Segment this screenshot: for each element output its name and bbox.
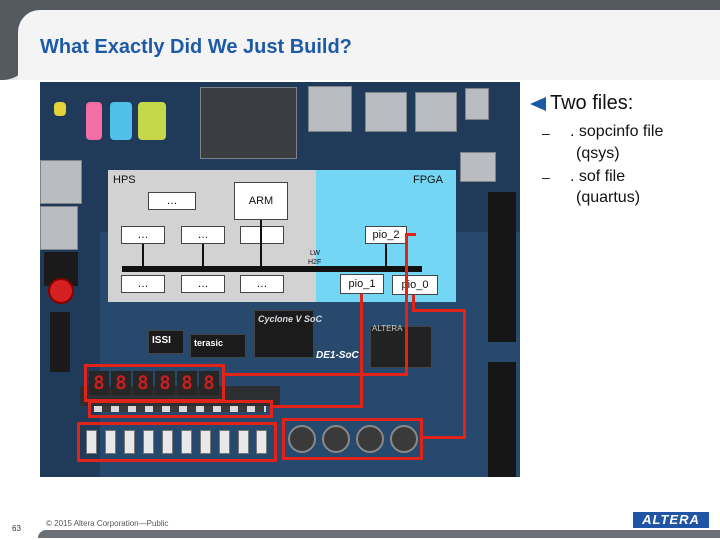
board-chip-silkscreen: ALTERA xyxy=(372,324,403,333)
slide-switch-9 xyxy=(238,430,249,454)
lw-h2f-label-line1: LW xyxy=(310,250,320,257)
switches-highlight xyxy=(77,422,277,462)
seven-seg-digit-3: 8 xyxy=(133,371,153,395)
pushbutton-4 xyxy=(390,425,418,453)
seven-seg-digit-6: 8 xyxy=(199,371,219,395)
lw-h2f-bus xyxy=(122,266,422,272)
pio-1-wire-v xyxy=(360,294,363,407)
bullet-dash-1: – xyxy=(542,125,550,141)
pio-2-wire-v xyxy=(405,233,408,375)
bullet-arrow-icon xyxy=(530,96,546,111)
seven-seg-digit-4: 8 xyxy=(155,371,175,395)
hps-block-mid-3 xyxy=(240,226,284,244)
pio-0-wire-v1 xyxy=(412,295,415,311)
hps-block-mid-1: … xyxy=(121,226,165,244)
hps-label: HPS xyxy=(113,174,136,186)
pushbuttons-highlight xyxy=(282,418,423,460)
pio-0-wire-v2 xyxy=(463,309,466,438)
board-issi-silkscreen: ISSI xyxy=(152,335,171,346)
fpga-label: FPGA xyxy=(413,174,443,186)
slide-switch-1 xyxy=(86,430,97,454)
bullet-main-text: Two files: xyxy=(550,92,634,114)
slide-header-band xyxy=(0,0,720,80)
pio-0-block: pio_0 xyxy=(392,275,438,295)
slide-switch-8 xyxy=(219,430,230,454)
sub-bullet-2-line-2: (quartus) xyxy=(576,189,641,206)
bus-tap-2 xyxy=(202,244,204,266)
altera-logo: ALTERA xyxy=(633,512,709,528)
slide-switch-10 xyxy=(256,430,267,454)
board-model-silkscreen: DE1-SoC xyxy=(316,350,359,361)
lw-h2f-label-line2: H2F xyxy=(308,259,322,266)
pio-2-wire-h xyxy=(407,233,416,236)
arm-bus-link xyxy=(260,220,262,266)
slide-switch-5 xyxy=(162,430,173,454)
bus-tap-1 xyxy=(142,244,144,266)
board-cyclone-silkscreen: Cyclone V SoC xyxy=(258,314,323,324)
slide-switch-6 xyxy=(181,430,192,454)
copyright-text: © 2015 Altera Corporation—Public xyxy=(46,519,169,528)
pio-2-block: pio_2 xyxy=(365,226,407,244)
leds-highlight xyxy=(88,400,273,418)
slide-switch-4 xyxy=(143,430,154,454)
page-number: 63 xyxy=(12,524,21,533)
seven-seg-digit-2: 8 xyxy=(111,371,131,395)
hps-block-bottom-2: … xyxy=(181,275,225,293)
pio-2-wire-to-leds xyxy=(223,373,408,376)
slide-switch-7 xyxy=(200,430,211,454)
pushbutton-2 xyxy=(322,425,350,453)
pio-0-wire-to-buttons xyxy=(422,436,466,439)
hps-block-bottom-1: … xyxy=(121,275,165,293)
bullet-main: Two files: xyxy=(530,92,633,115)
pushbutton-3 xyxy=(356,425,384,453)
arm-block: ARM xyxy=(234,182,288,220)
pio-1-wire-h xyxy=(270,405,363,408)
pio-0-wire-h xyxy=(412,309,466,312)
seven-seg-digit-1: 8 xyxy=(89,371,109,395)
slide-switch-2 xyxy=(105,430,116,454)
sub-bullet-1-line-2: (qsys) xyxy=(576,145,620,162)
hps-block-bottom-3: … xyxy=(240,275,284,293)
bullet-dash-2: – xyxy=(542,169,550,185)
pushbutton-1 xyxy=(288,425,316,453)
seven-seg-digit-5: 8 xyxy=(177,371,197,395)
pio-1-block: pio_1 xyxy=(340,274,384,294)
board-terasic-silkscreen: terasic xyxy=(194,338,224,348)
hps-block-top: … xyxy=(148,192,196,210)
led-row xyxy=(94,406,266,412)
slide-footer-band xyxy=(0,512,720,540)
hps-block-mid-2: … xyxy=(181,226,225,244)
sub-bullet-1-line-1: . sopcinfo file xyxy=(570,123,664,140)
slide-title: What Exactly Did We Just Build? xyxy=(40,36,352,58)
slide-switch-3 xyxy=(124,430,135,454)
sub-bullet-2-line-1: . sof file xyxy=(570,168,626,185)
bus-tap-pio-2 xyxy=(385,244,387,266)
